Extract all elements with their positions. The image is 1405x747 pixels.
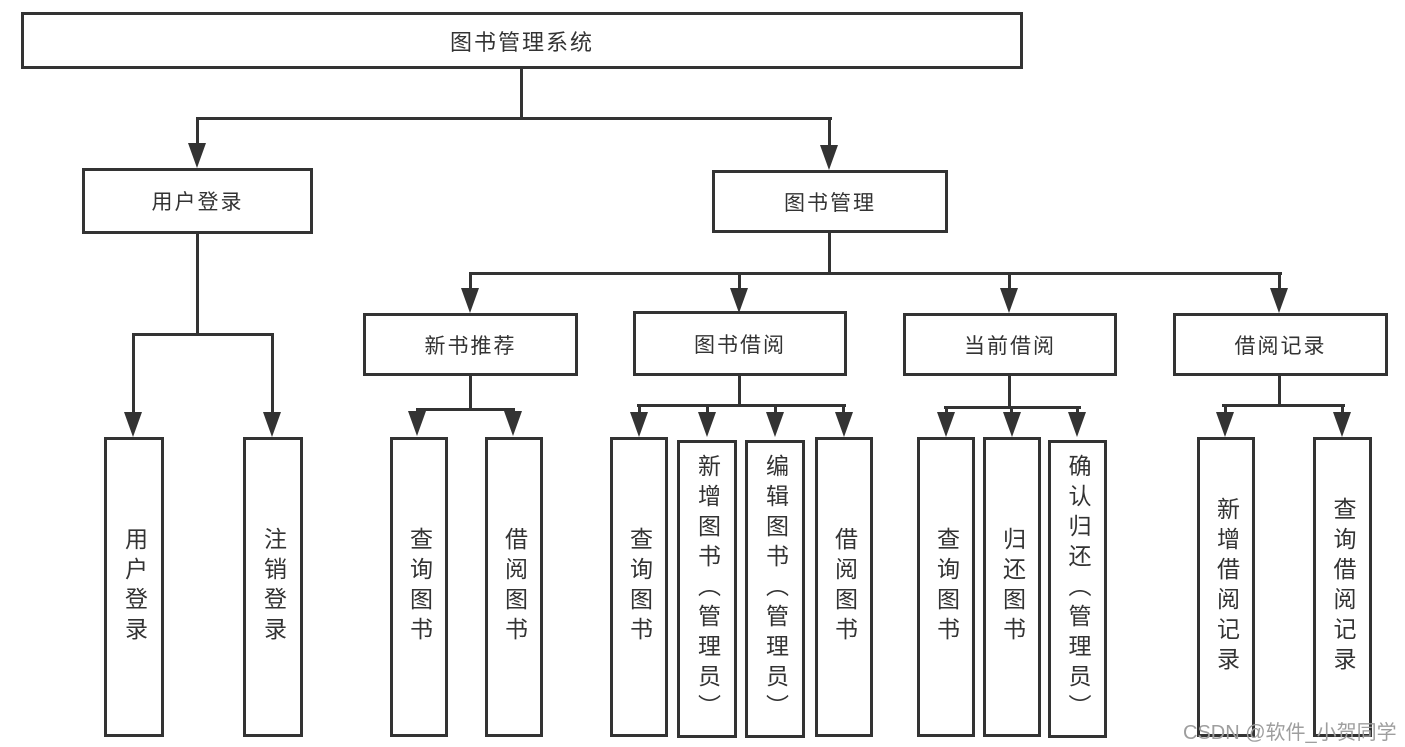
- leaf-borrow-books-recommend: 借阅图书: [485, 437, 543, 737]
- connector-line: [196, 117, 832, 120]
- arrow-down-icon: [263, 412, 281, 437]
- leaf-return-book: 归还图书: [983, 437, 1041, 737]
- connector-line: [1224, 404, 1227, 414]
- leaf-add-borrow-record: 新增借阅记录: [1197, 437, 1255, 737]
- connector-line: [196, 117, 199, 145]
- connector-line: [828, 117, 831, 145]
- leaf-borrow-books-recommend-label: 借阅图书: [501, 527, 528, 647]
- connector-line: [637, 404, 846, 407]
- leaf-query-borrow-record: 查询借阅记录: [1313, 437, 1372, 737]
- node-borrow-records-label: 借阅记录: [1234, 334, 1327, 358]
- connector-line: [416, 408, 515, 411]
- leaf-query-borrow-record-label: 查询借阅记录: [1330, 497, 1356, 677]
- leaf-logout: 注销登录: [243, 437, 303, 737]
- leaf-query-books-current-label: 查询图书: [933, 527, 960, 647]
- connector-line: [196, 231, 199, 335]
- arrow-down-icon: [1000, 288, 1018, 313]
- connector-line: [706, 404, 709, 414]
- node-new-book-recommend: 新书推荐: [363, 313, 578, 376]
- node-current-borrow-label: 当前借阅: [964, 334, 1056, 358]
- connector-line: [1278, 373, 1281, 407]
- arrow-down-icon: [766, 412, 784, 437]
- leaf-add-book-admin: 新增图书（管理员）: [677, 440, 737, 738]
- node-book-borrow: 图书借阅: [633, 311, 847, 376]
- node-book-borrow-label: 图书借阅: [694, 333, 786, 357]
- connector-line: [828, 230, 831, 275]
- leaf-query-books-current: 查询图书: [917, 437, 975, 737]
- connector-line: [1008, 272, 1011, 290]
- arrow-down-icon: [820, 145, 838, 170]
- connector-line: [738, 272, 741, 290]
- leaf-user-login: 用户登录: [104, 437, 164, 737]
- leaf-edit-book-admin: 编辑图书（管理员）: [745, 440, 805, 738]
- connector-line: [738, 374, 741, 407]
- watermark: CSDN @软件_小贺同学: [1183, 722, 1397, 744]
- connector-line: [469, 374, 472, 411]
- arrow-down-icon: [698, 412, 716, 437]
- leaf-borrow-books-label: 借阅图书: [831, 527, 858, 647]
- connector-line: [271, 333, 274, 413]
- arrow-down-icon: [630, 412, 648, 437]
- node-library-system: 图书管理系统: [21, 12, 1023, 69]
- node-user-login: 用户登录: [82, 168, 313, 234]
- connector-line: [1076, 406, 1079, 415]
- connector-line: [469, 272, 472, 290]
- arrow-down-icon: [1003, 412, 1021, 437]
- leaf-add-borrow-record-label: 新增借阅记录: [1213, 497, 1240, 677]
- node-library-system-label: 图书管理系统: [449, 29, 594, 55]
- connector-line: [132, 333, 274, 336]
- arrow-down-icon: [461, 288, 479, 313]
- node-new-book-recommend-label: 新书推荐: [424, 334, 517, 358]
- connector-line: [1222, 404, 1345, 407]
- leaf-logout-label: 注销登录: [260, 527, 287, 647]
- leaf-return-book-label: 归还图书: [999, 527, 1026, 647]
- arrow-down-icon: [1216, 412, 1234, 437]
- arrow-down-icon: [1333, 412, 1351, 437]
- leaf-confirm-return-admin: 确认归还（管理员）: [1048, 440, 1107, 738]
- leaf-query-books-recommend: 查询图书: [390, 437, 448, 737]
- connector-line: [774, 404, 777, 414]
- connector-line: [638, 404, 641, 414]
- connector-line: [842, 404, 845, 414]
- leaf-add-book-admin-label: 新增图书（管理员）: [694, 454, 721, 724]
- node-user-login-label: 用户登录: [151, 191, 244, 214]
- arrow-down-icon: [1270, 288, 1288, 313]
- arrow-down-icon: [1068, 412, 1086, 437]
- connector-line: [1278, 272, 1281, 290]
- leaf-query-books-borrow: 查询图书: [610, 437, 668, 737]
- connector-line: [132, 333, 135, 413]
- connector-line: [520, 66, 523, 120]
- leaf-query-books-borrow-label: 查询图书: [626, 527, 653, 647]
- arrow-down-icon: [504, 411, 522, 436]
- connector-line: [945, 406, 948, 415]
- arrow-down-icon: [124, 412, 142, 437]
- node-book-management: 图书管理: [712, 170, 948, 233]
- leaf-user-login-label: 用户登录: [121, 527, 148, 647]
- arrow-down-icon: [408, 411, 426, 436]
- node-borrow-records: 借阅记录: [1173, 313, 1388, 376]
- arrow-down-icon: [188, 143, 206, 168]
- node-book-management-label: 图书管理: [784, 191, 876, 215]
- connector-line: [1341, 404, 1344, 414]
- connector-line: [1008, 374, 1011, 409]
- leaf-confirm-return-admin-label: 确认归还（管理员）: [1065, 454, 1091, 724]
- arrow-down-icon: [730, 288, 748, 313]
- arrow-down-icon: [835, 412, 853, 437]
- leaf-query-books-recommend-label: 查询图书: [406, 527, 433, 647]
- arrow-down-icon: [937, 412, 955, 437]
- leaf-edit-book-admin-label: 编辑图书（管理员）: [762, 454, 789, 724]
- leaf-borrow-books: 借阅图书: [815, 437, 873, 737]
- connector-line: [1010, 406, 1013, 415]
- connector-line: [469, 272, 1282, 275]
- node-current-borrow: 当前借阅: [903, 313, 1117, 376]
